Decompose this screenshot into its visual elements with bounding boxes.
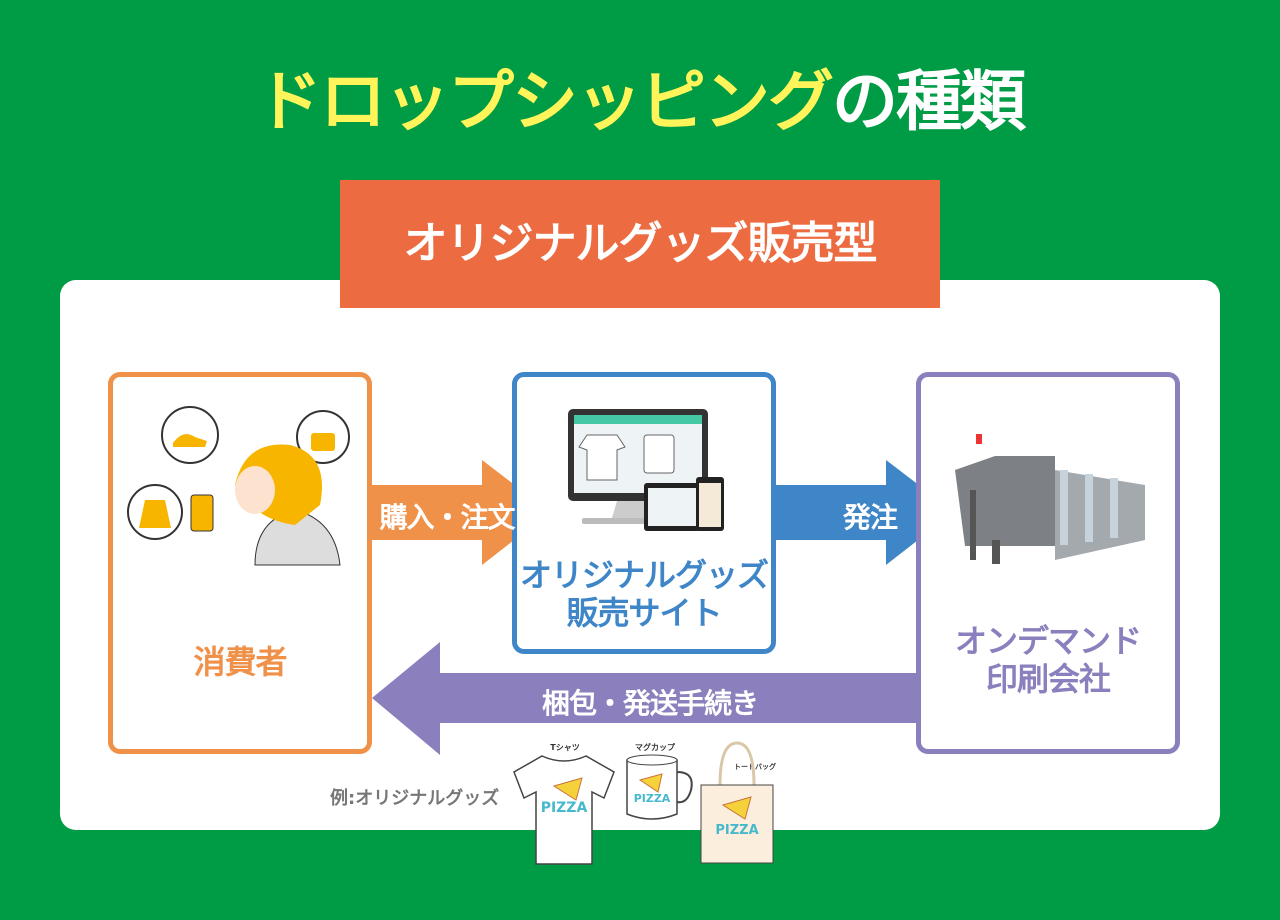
printing-press-illustration — [955, 434, 1145, 564]
type-banner: オリジナルグッズ販売型 — [340, 180, 940, 308]
tshirt-illustration: PIZZA — [513, 755, 615, 865]
title-rest: の種類 — [832, 63, 1026, 140]
purchase-arrow — [372, 460, 550, 565]
totebag-caption: トートバッグ — [734, 763, 776, 771]
site-label: オリジナルグッズ販売サイト — [512, 556, 776, 632]
example-label: 例:オリジナルグッズ — [330, 788, 500, 809]
site-label-line2: 販売サイト — [566, 594, 722, 632]
tshirt-caption: Tシャツ — [550, 743, 580, 752]
title-highlight: ドロップシッピング — [256, 63, 834, 140]
site-illustration — [568, 409, 724, 531]
printer-box — [916, 372, 1180, 754]
consumer-label: 消費者 — [193, 643, 287, 681]
mug-print: PIZZA — [634, 792, 671, 805]
totebag-illustration: PIZZA — [700, 741, 774, 864]
printer-label-line1: オンデマンド — [954, 622, 1142, 660]
totebag-print: PIZZA — [715, 823, 758, 838]
site-label-line1: オリジナルグッズ — [519, 556, 769, 594]
shipping-label: 梱包・発送手続き — [541, 687, 759, 720]
mug-caption: マグカップ — [635, 743, 675, 752]
printer-label: オンデマンド印刷会社 — [916, 622, 1180, 698]
tshirt-print: PIZZA — [541, 800, 588, 816]
consumer-illustration — [127, 406, 350, 566]
order-arrow — [776, 460, 954, 565]
purchase-label: 購入・注文 — [379, 501, 515, 534]
mug-illustration: PIZZA — [626, 754, 693, 820]
order-label: 発注 — [842, 501, 898, 534]
page-title: ドロップシッピングの種類 — [0, 62, 1280, 142]
shipping-arrow — [372, 642, 916, 755]
printer-label-line2: 印刷会社 — [985, 660, 1111, 698]
